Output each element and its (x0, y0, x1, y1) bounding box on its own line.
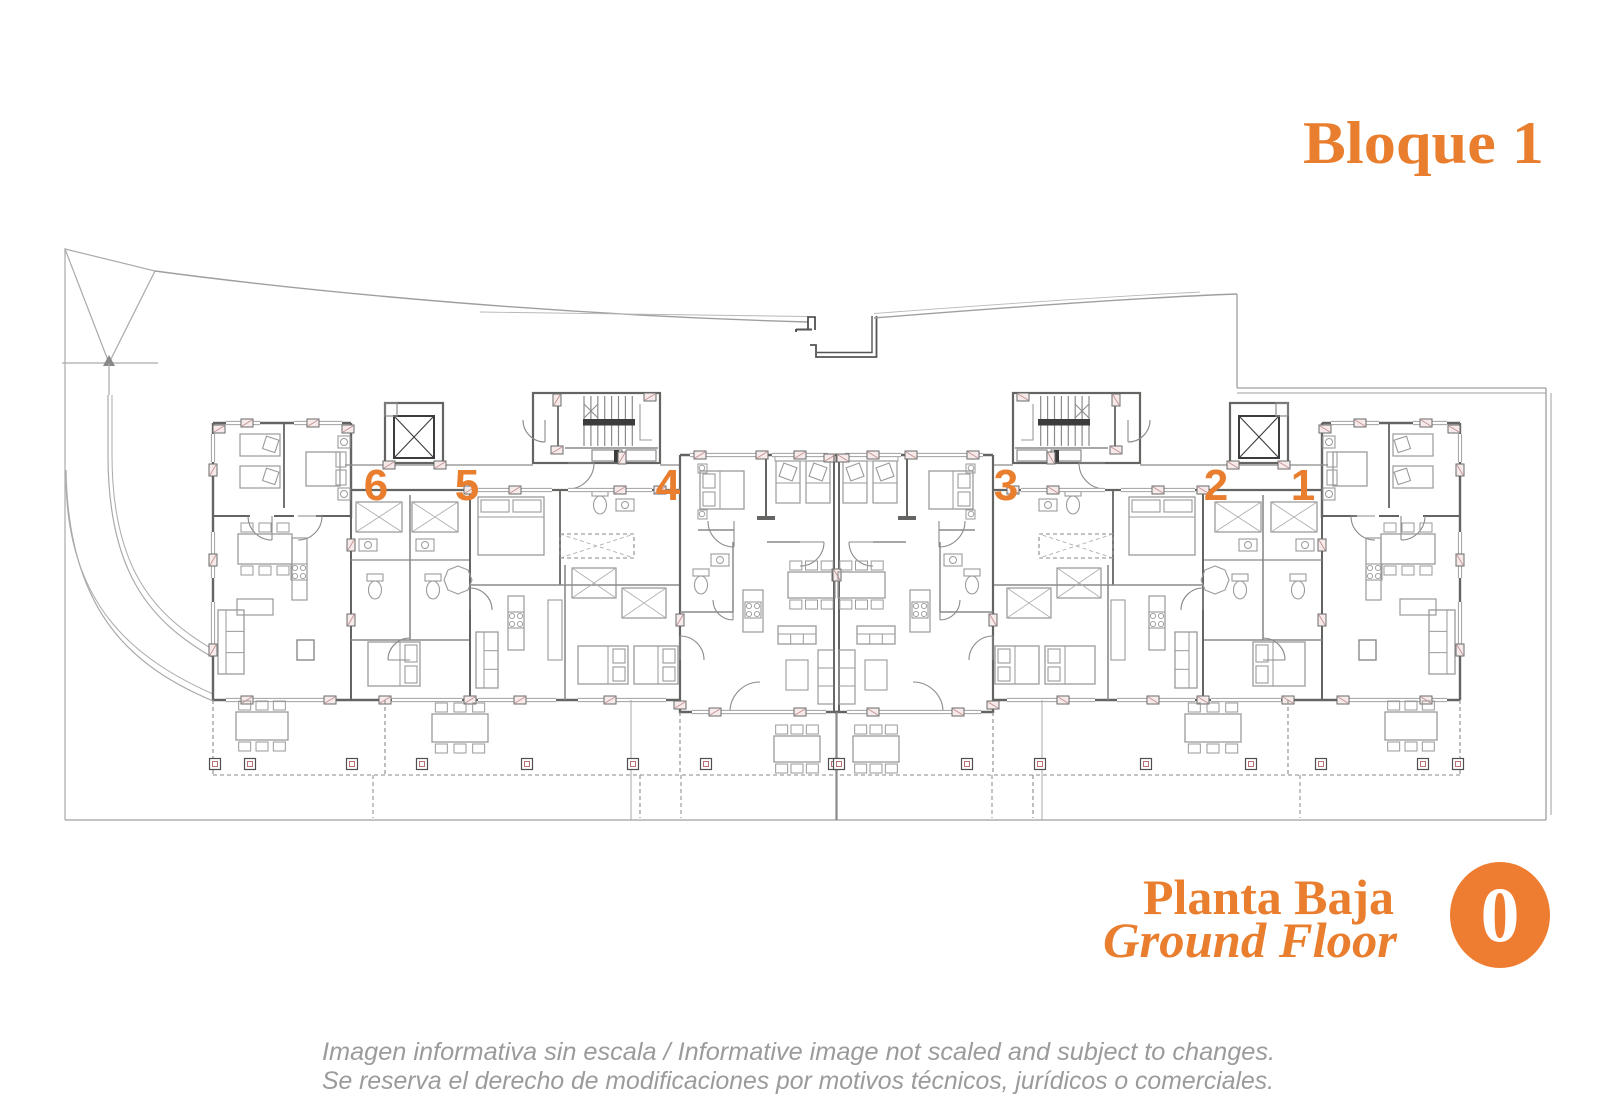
svg-text:5: 5 (455, 461, 479, 510)
svg-text:Ground Floor: Ground Floor (1103, 912, 1398, 968)
svg-text:0: 0 (1481, 871, 1520, 958)
svg-text:Se reserva el derecho de modif: Se reserva el derecho de modificaciones … (322, 1067, 1274, 1095)
svg-text:Imagen informativa sin escala: Imagen informativa sin escala / Informat… (322, 1038, 1275, 1066)
svg-text:2: 2 (1204, 461, 1228, 510)
svg-text:Bloque 1: Bloque 1 (1303, 110, 1544, 176)
svg-text:1: 1 (1291, 461, 1315, 510)
svg-text:4: 4 (656, 461, 681, 510)
svg-text:Planta Baja: Planta Baja (1143, 869, 1394, 925)
svg-text:6: 6 (364, 461, 388, 510)
svg-text:3: 3 (994, 461, 1018, 510)
